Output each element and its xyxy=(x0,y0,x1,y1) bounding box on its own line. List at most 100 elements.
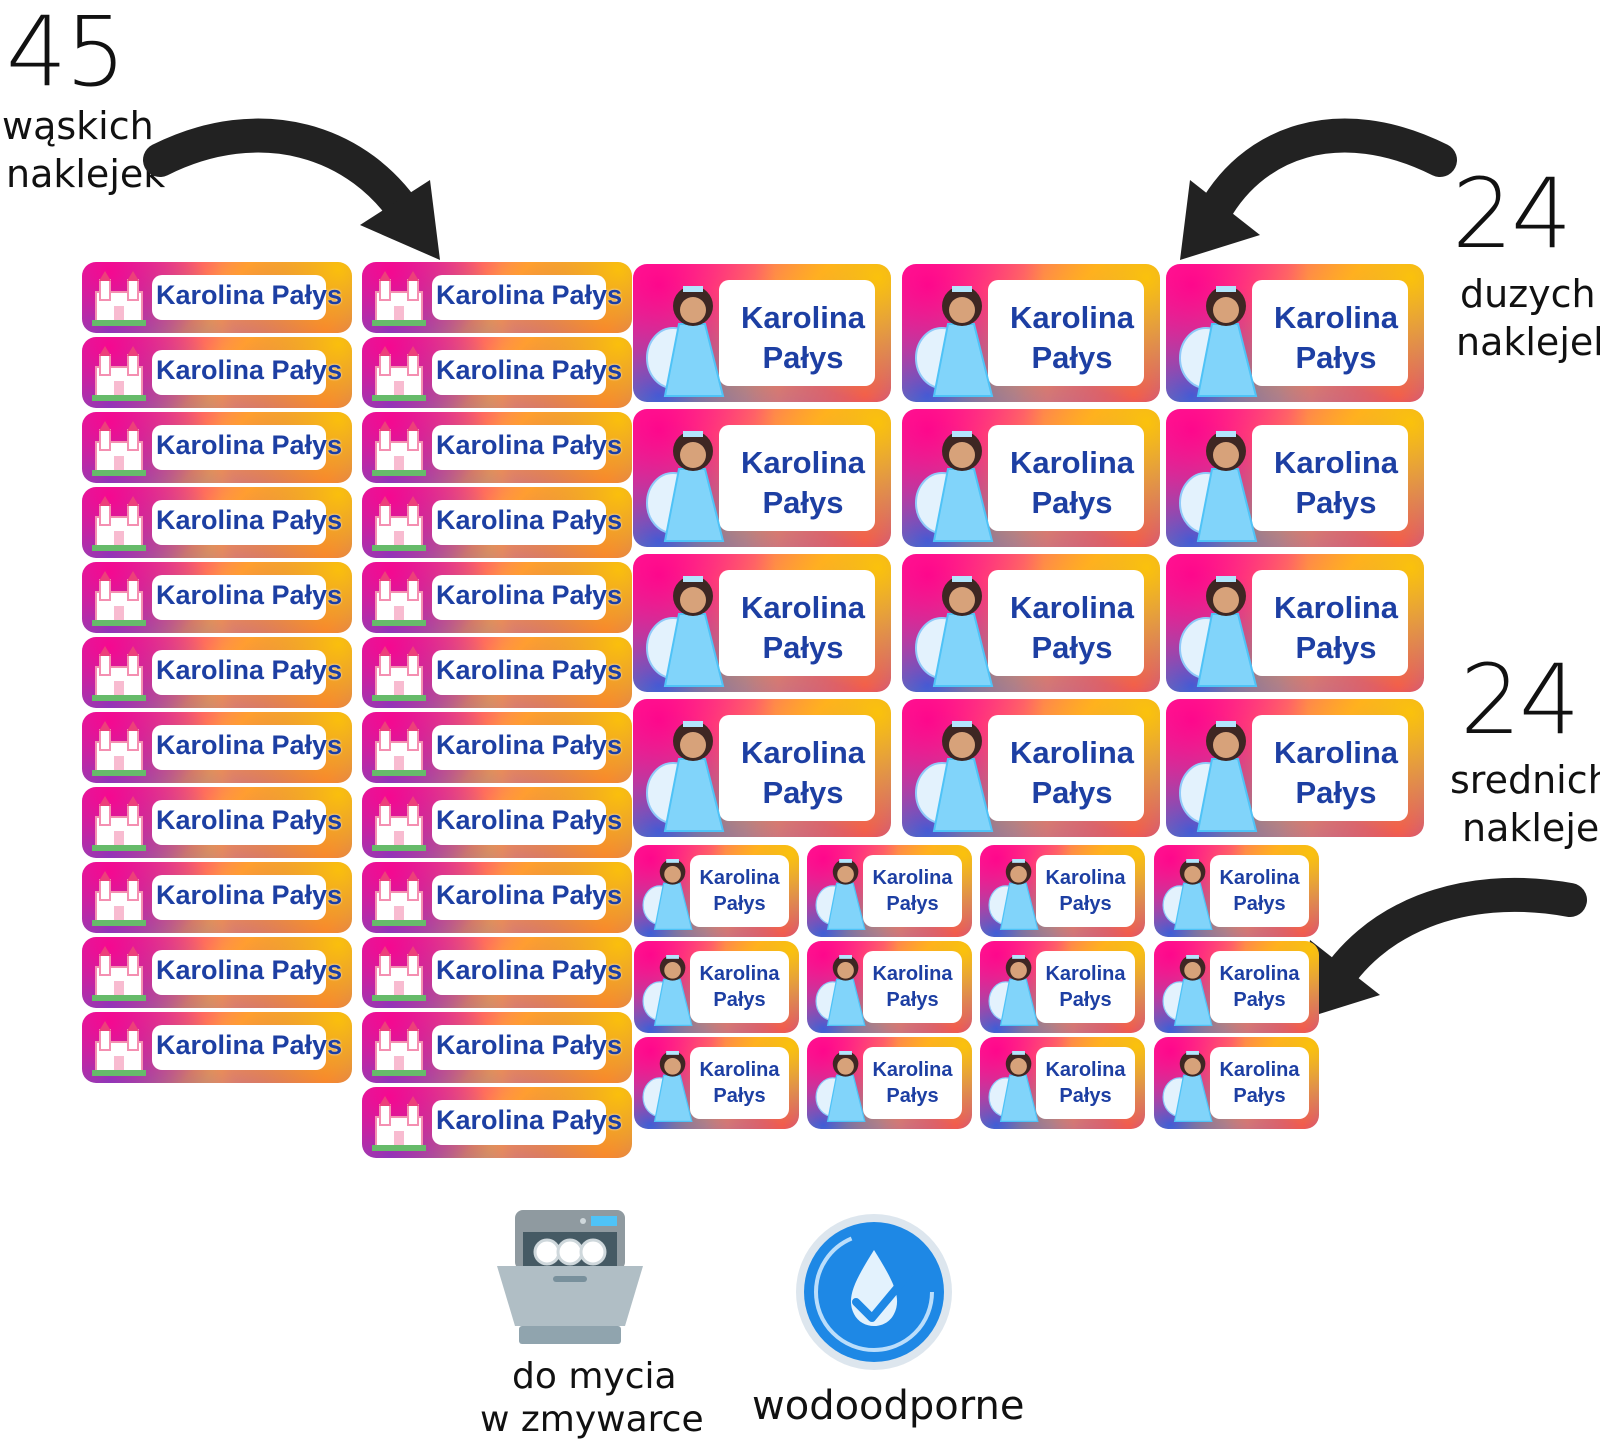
narrow-sticker: Karolina Pałys xyxy=(362,1087,632,1158)
sticker-name: Karolina Pałys xyxy=(156,805,343,835)
sticker-name-line1: Karolina xyxy=(872,1059,953,1081)
sticker-name-line1: Karolina xyxy=(1045,1059,1126,1081)
sticker-label-area xyxy=(152,950,326,995)
sticker-label-area xyxy=(152,350,326,395)
sticker-name-line2: Pałys xyxy=(1295,340,1377,375)
sticker-name-line2: Pałys xyxy=(1031,630,1113,665)
sticker-name-line2: Pałys xyxy=(713,1085,766,1107)
sticker-name-line1: Karolina xyxy=(1045,867,1126,889)
waterproof-caption: wodoodporne xyxy=(752,1383,1025,1429)
sticker-name-line2: Pałys xyxy=(1295,485,1377,520)
sticker-name-line1: Karolina xyxy=(740,590,866,625)
narrow-sticker: Karolina Pałys xyxy=(82,787,352,858)
sticker-label-area xyxy=(432,650,606,695)
sticker-label-area xyxy=(719,425,875,531)
sticker-name: Karolina Pałys xyxy=(436,280,623,310)
princess-icon xyxy=(1172,709,1272,833)
princess-icon xyxy=(1158,1043,1222,1125)
princess-icon xyxy=(639,274,739,398)
sticker-name: Karolina Pałys xyxy=(156,655,343,685)
princess-icon xyxy=(1172,564,1272,688)
arrow-to-large xyxy=(1193,118,1457,237)
castle-icon xyxy=(90,645,148,701)
sticker-label-area xyxy=(152,1025,326,1070)
princess-icon xyxy=(1158,851,1222,933)
sticker-label-area xyxy=(690,1047,789,1119)
sticker-name: Karolina Pałys xyxy=(436,1105,623,1135)
large-count: 24 xyxy=(1452,158,1572,270)
sticker-name-line2: Pałys xyxy=(762,485,844,520)
princess-icon xyxy=(1172,274,1272,398)
castle-icon xyxy=(370,495,428,551)
sticker-name: Karolina Pałys xyxy=(156,580,343,610)
dishwasher-caption-line1: do mycia xyxy=(512,1356,677,1397)
narrow-sticker: Karolina Pałys xyxy=(82,937,352,1008)
narrow-sticker: Karolina Pałys xyxy=(82,562,352,633)
sticker-label-area xyxy=(719,570,875,676)
sticker-label-area xyxy=(432,1025,606,1070)
castle-icon xyxy=(370,570,428,626)
medium-count: 24 xyxy=(1460,644,1580,756)
sticker-name: Karolina Pałys xyxy=(156,355,343,385)
waterproof-drop-icon xyxy=(794,1212,954,1372)
sticker-label-area xyxy=(432,350,606,395)
sticker-label-area xyxy=(432,575,606,620)
princess-icon xyxy=(908,419,1008,543)
narrow-sticker: Karolina Pałys xyxy=(362,937,632,1008)
narrow-sticker: Karolina Pałys xyxy=(82,712,352,783)
sticker-name: Karolina Pałys xyxy=(156,280,343,310)
narrow-sticker: Karolina Pałys xyxy=(362,712,632,783)
sticker-name: Karolina Pałys xyxy=(156,430,343,460)
sticker-name-line2: Pałys xyxy=(1059,893,1112,915)
castle-icon xyxy=(90,720,148,776)
sticker-label-area xyxy=(1036,1047,1135,1119)
sticker-label-area xyxy=(863,855,962,927)
narrow-sticker: Karolina Pałys xyxy=(362,562,632,633)
castle-icon xyxy=(90,1020,148,1076)
sticker-name-line2: Pałys xyxy=(886,1085,939,1107)
sticker-name-line2: Pałys xyxy=(1233,1085,1286,1107)
sticker-label-area xyxy=(152,575,326,620)
sticker-label-area xyxy=(988,425,1144,531)
sticker-name-line2: Pałys xyxy=(886,989,939,1011)
sticker-name-line2: Pałys xyxy=(1295,630,1377,665)
sticker-label-area xyxy=(988,715,1144,821)
sticker-name: Karolina Pałys xyxy=(436,805,623,835)
castle-icon xyxy=(370,270,428,326)
dishwasher-caption-line2: w zmywarce xyxy=(480,1399,704,1440)
sticker-label-area xyxy=(719,715,875,821)
sticker-label-area xyxy=(432,875,606,920)
sticker-label-area xyxy=(863,951,962,1023)
sticker-label-area xyxy=(1036,951,1135,1023)
castle-icon xyxy=(370,870,428,926)
castle-icon xyxy=(90,945,148,1001)
sticker-label-area xyxy=(152,650,326,695)
sticker-label-area xyxy=(1036,855,1135,927)
sticker-label-area xyxy=(1252,570,1408,676)
